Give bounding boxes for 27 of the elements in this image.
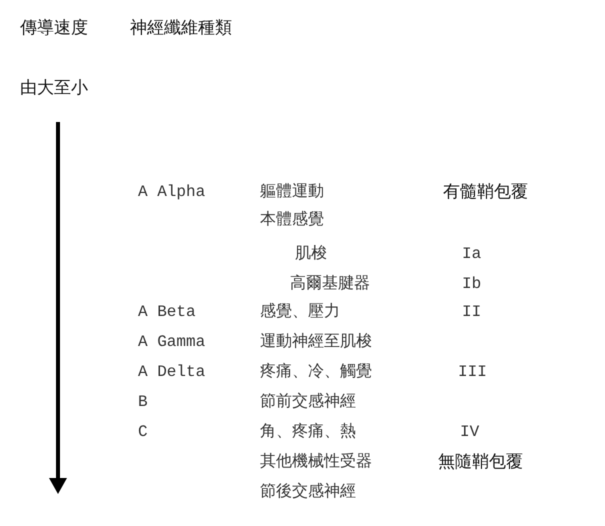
function-text: 角、疼痛、熱 — [260, 422, 356, 442]
class-label: III — [458, 362, 487, 383]
function-text: 本體感覺 — [260, 210, 324, 230]
class-label: Ib — [462, 274, 482, 295]
class-label: IV — [460, 422, 480, 443]
function-text: 運動神經至肌梭 — [260, 332, 372, 352]
myelin-label: 無隨鞘包覆 — [438, 451, 523, 473]
function-text: 高爾基腱器 — [290, 274, 370, 294]
column-heading: 傳導速度 — [20, 17, 88, 39]
axis-label: 由大至小 — [20, 77, 88, 99]
class-label: Ia — [462, 244, 482, 265]
function-text: 疼痛、冷、觸覺 — [260, 362, 372, 382]
function-text: 節前交感神經 — [260, 392, 356, 412]
myelin-label: 有髓鞘包覆 — [443, 181, 528, 203]
column-heading: 神經纖維種類 — [130, 17, 232, 39]
class-label: II — [462, 302, 482, 323]
function-text: 肌梭 — [295, 244, 327, 264]
fiber-type: A Beta — [138, 302, 196, 323]
function-text: 節後交感神經 — [260, 482, 356, 502]
fiber-type: A Delta — [138, 362, 206, 383]
fiber-type: A Alpha — [138, 182, 206, 203]
fiber-type: C — [138, 422, 148, 443]
function-text: 其他機械性受器 — [260, 452, 372, 472]
fiber-type: A Gamma — [138, 332, 206, 353]
function-text: 感覺、壓力 — [260, 302, 340, 322]
function-text: 軀體運動 — [260, 182, 324, 202]
fiber-type: B — [138, 392, 148, 413]
